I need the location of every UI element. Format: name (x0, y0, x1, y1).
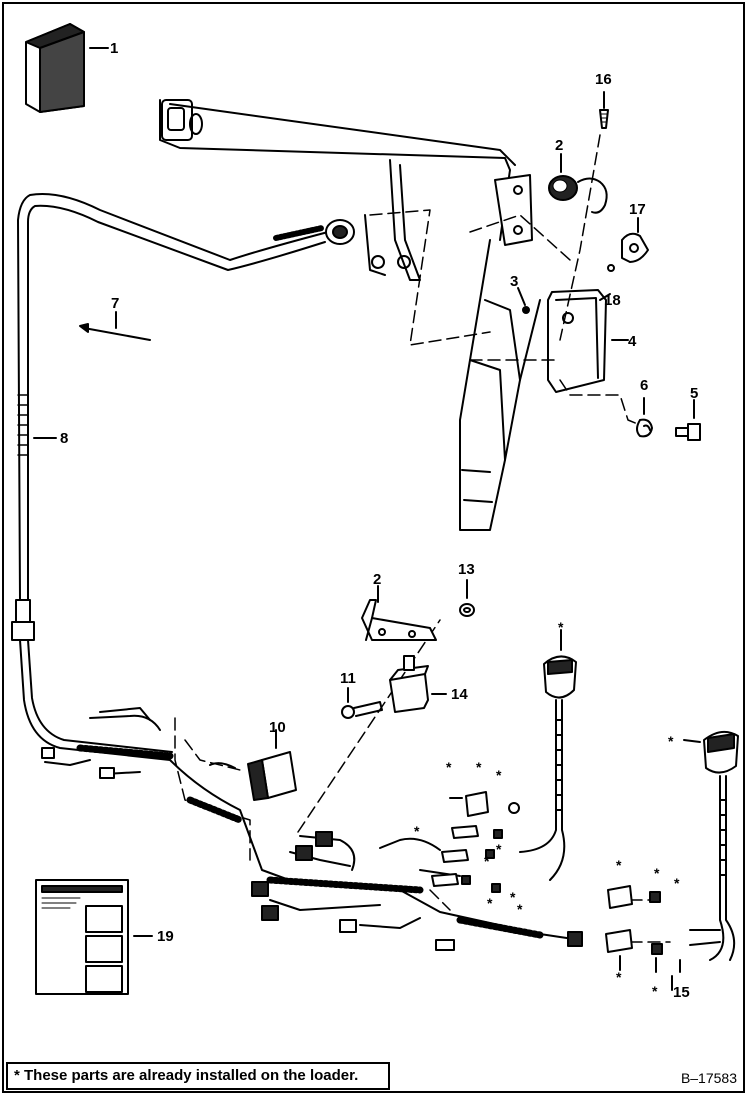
callout-16: 16 (595, 71, 612, 88)
callout-4: 4 (628, 333, 637, 350)
installed-marker: * (654, 865, 660, 881)
item-4-bracket (547, 289, 629, 393)
installed-marker: * (446, 759, 452, 775)
item-10-module (247, 729, 297, 801)
installed-marker: * (414, 823, 420, 839)
installed-marker: * (558, 619, 564, 635)
installed-marker: * (476, 759, 482, 775)
installed-marker: * (487, 895, 493, 911)
installed-marker: * (616, 969, 622, 985)
callout-10: 10 (269, 719, 286, 736)
item-2-knob (548, 153, 608, 214)
installed-marker: * (616, 857, 622, 873)
installed-parts-footnote: * These parts are already installed on t… (6, 1062, 390, 1090)
callout-19: 19 (157, 928, 174, 945)
switch-cables (519, 699, 736, 961)
fuse-holders (431, 791, 681, 973)
callout-2-bracket: 2 (373, 571, 382, 588)
installed-marker: * (674, 875, 680, 891)
control-lever-assembly (159, 99, 541, 531)
item-18-nut (607, 264, 615, 272)
callout-5: 5 (690, 385, 699, 402)
installed-marker: * (510, 889, 516, 905)
item-19-decal-sheet (35, 879, 153, 995)
item-3-part (522, 306, 530, 314)
switch-head-left (543, 629, 577, 699)
callout-15: 15 (673, 984, 690, 1001)
callout-3-leader (517, 287, 526, 306)
item-14-switch (389, 655, 447, 713)
switch-head-right (683, 730, 739, 774)
item-13-nut (459, 579, 475, 617)
callout-2-knob: 2 (555, 137, 564, 154)
alignment-guides (174, 134, 671, 943)
installed-marker: * (668, 733, 674, 749)
item-1-manual-box (25, 23, 109, 113)
item-5-bolt (675, 399, 701, 441)
callout-leaders (599, 293, 673, 991)
callout-8: 8 (60, 430, 69, 447)
installed-marker: * (496, 767, 502, 783)
item-17-bracket (621, 217, 649, 263)
callout-1: 1 (110, 40, 119, 57)
figure-id: B–17583 (680, 1070, 737, 1086)
installed-marker: * (484, 853, 490, 869)
callout-11: 11 (340, 670, 356, 687)
callout-7: 7 (111, 295, 120, 312)
installed-marker: * (496, 841, 502, 857)
item-6-clip (636, 397, 653, 438)
callout-18: 18 (604, 292, 621, 309)
callout-3: 3 (510, 273, 519, 290)
item-11-bolt (341, 687, 383, 719)
item-16-screw (599, 91, 609, 129)
callout-17: 17 (629, 201, 646, 218)
main-wiring-harness (19, 639, 583, 951)
installed-marker: * (517, 901, 523, 917)
installed-marker: * (652, 983, 658, 999)
item-12-bracket (361, 585, 437, 641)
callout-14: 14 (451, 686, 468, 703)
callout-6: 6 (640, 377, 649, 394)
item-7-cable-tie (79, 311, 151, 341)
item-8-cable (11, 193, 355, 641)
callout-13: 13 (458, 561, 475, 578)
